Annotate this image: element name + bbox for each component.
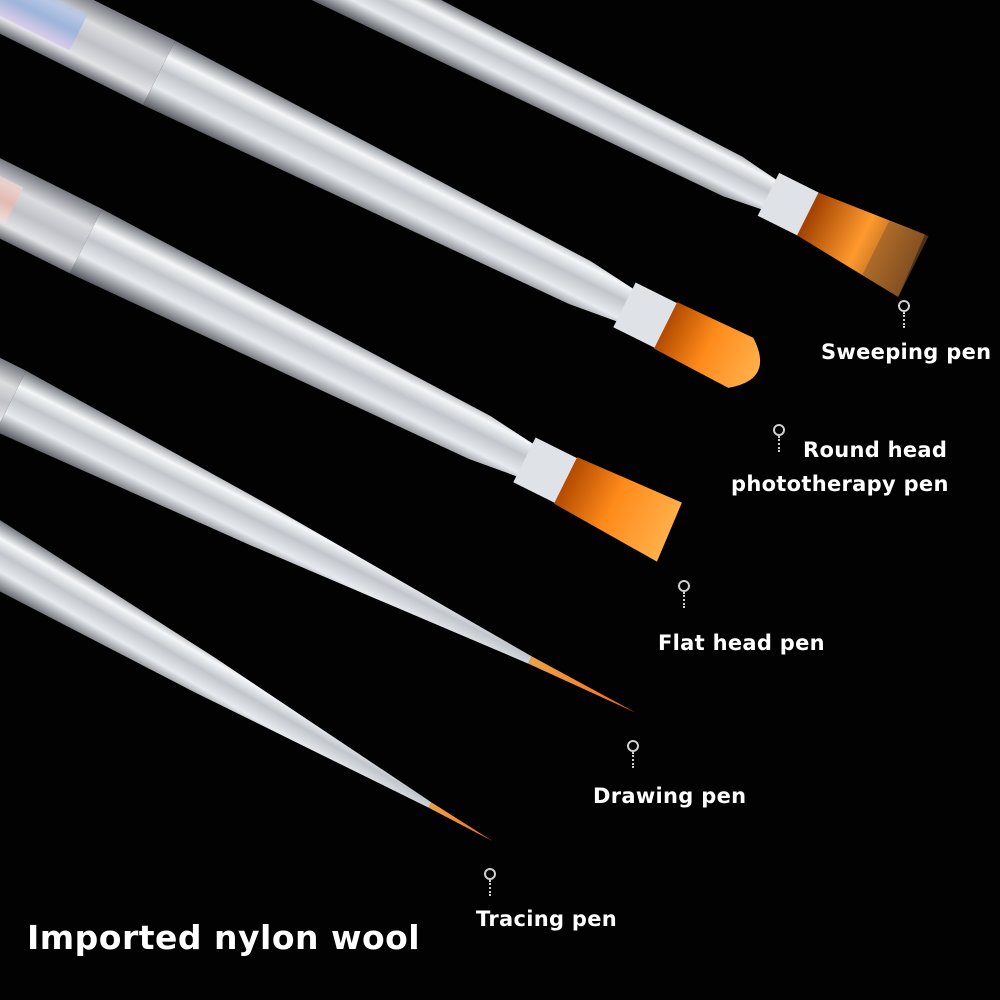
label-tracing-pen: Tracing pen bbox=[476, 907, 618, 931]
brush-flat-head bbox=[0, 0, 682, 562]
label-sweeping-pen: Sweeping pen bbox=[821, 340, 992, 364]
caption-imported-nylon-wool: Imported nylon wool bbox=[27, 918, 421, 957]
brush-round-head bbox=[0, 0, 761, 388]
brush-tracing bbox=[0, 517, 493, 841]
label-round-head-line2: phototherapy pen bbox=[731, 472, 949, 496]
label-drawing-pen: Drawing pen bbox=[593, 784, 747, 808]
brush-sweeping bbox=[307, 0, 929, 298]
label-round-head-line1: Round head bbox=[803, 438, 948, 462]
brush-drawing bbox=[0, 183, 636, 713]
label-flat-head-pen: Flat head pen bbox=[658, 631, 825, 655]
